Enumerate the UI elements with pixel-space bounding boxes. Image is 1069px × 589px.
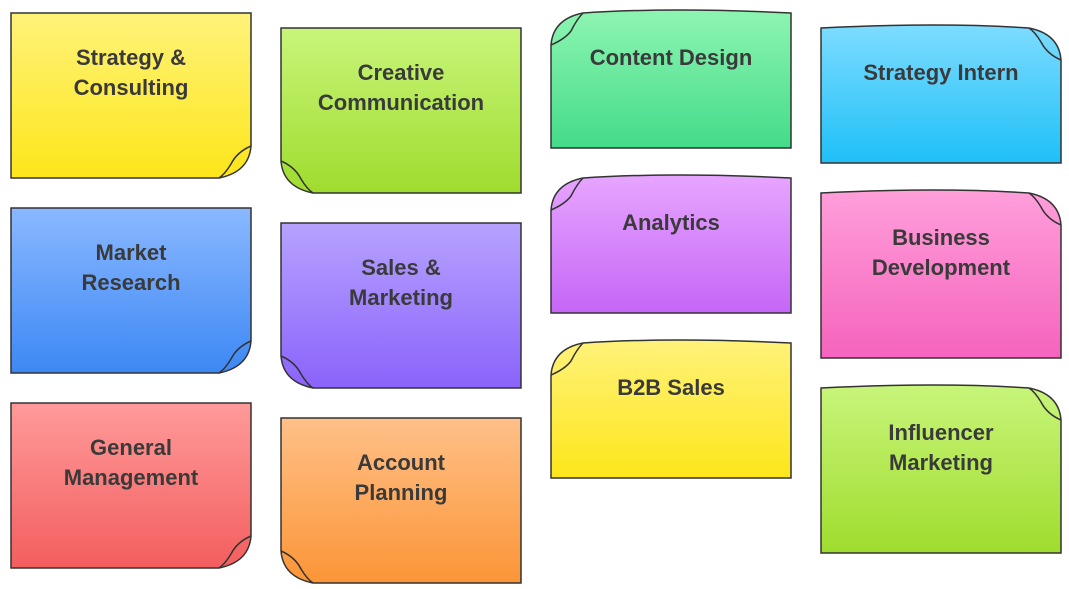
sticky-note-curl (280, 550, 314, 584)
sticky-note-body (550, 9, 792, 149)
sticky-note-body (280, 27, 522, 194)
sticky-note-body (280, 222, 522, 389)
sticky-note-label: Business Development (871, 225, 1011, 280)
sticky-note-curl (218, 535, 252, 569)
sticky-note-paper (550, 339, 792, 479)
sticky-note: Strategy & Consulting (10, 12, 252, 179)
sticky-note-label: B2B Sales (617, 375, 725, 400)
sticky-note-paper (10, 12, 252, 179)
sticky-note-body (820, 384, 1062, 554)
sticky-note-label: Content Design (589, 45, 753, 70)
sticky-note: Content Design (550, 9, 792, 149)
sticky-note-label: Strategy & Consulting (73, 45, 189, 100)
sticky-note-paper (820, 189, 1062, 359)
sticky-note-label: Account Planning (354, 450, 448, 505)
sticky-note-curl (218, 145, 252, 179)
sticky-note-body (280, 417, 522, 584)
sticky-note-body (550, 339, 792, 479)
sticky-note: Creative Communication (280, 27, 522, 194)
sticky-note: B2B Sales (550, 339, 792, 479)
sticky-note-label: Influencer Marketing (888, 420, 994, 475)
sticky-note-paper (550, 174, 792, 314)
sticky-note-paper (820, 384, 1062, 554)
sticky-note: Sales & Marketing (280, 222, 522, 389)
sticky-note-label: Creative Communication (317, 60, 485, 115)
sticky-note-curl (550, 177, 584, 211)
sticky-note-label: Sales & Marketing (349, 255, 453, 310)
sticky-note-curl (1028, 27, 1062, 61)
sticky-note-paper (280, 417, 522, 584)
sticky-note-curl (1028, 192, 1062, 226)
sticky-note: Account Planning (280, 417, 522, 584)
sticky-note-paper (10, 207, 252, 374)
sticky-note-paper (280, 222, 522, 389)
sticky-note-curl (280, 355, 314, 389)
sticky-note: Influencer Marketing (820, 384, 1062, 554)
sticky-note-body (550, 174, 792, 314)
sticky-note: General Management (10, 402, 252, 569)
sticky-note-paper (550, 9, 792, 149)
sticky-note-curl (550, 12, 584, 46)
sticky-note-curl (280, 160, 314, 194)
sticky-note-curl (1028, 387, 1062, 421)
sticky-note-body (820, 24, 1062, 164)
sticky-note-label: Strategy Intern (863, 60, 1019, 85)
sticky-note-label: Market Research (81, 240, 181, 295)
sticky-note: Analytics (550, 174, 792, 314)
sticky-note-curl (550, 342, 584, 376)
sticky-note-paper (280, 27, 522, 194)
sticky-note-body (820, 189, 1062, 359)
sticky-note: Strategy Intern (820, 24, 1062, 164)
sticky-note-label: Analytics (622, 210, 720, 235)
sticky-note: Market Research (10, 207, 252, 374)
sticky-note: Business Development (820, 189, 1062, 359)
sticky-note-paper (820, 24, 1062, 164)
sticky-note-label: General Management (63, 435, 199, 490)
sticky-note-paper (10, 402, 252, 569)
sticky-note-curl (218, 340, 252, 374)
